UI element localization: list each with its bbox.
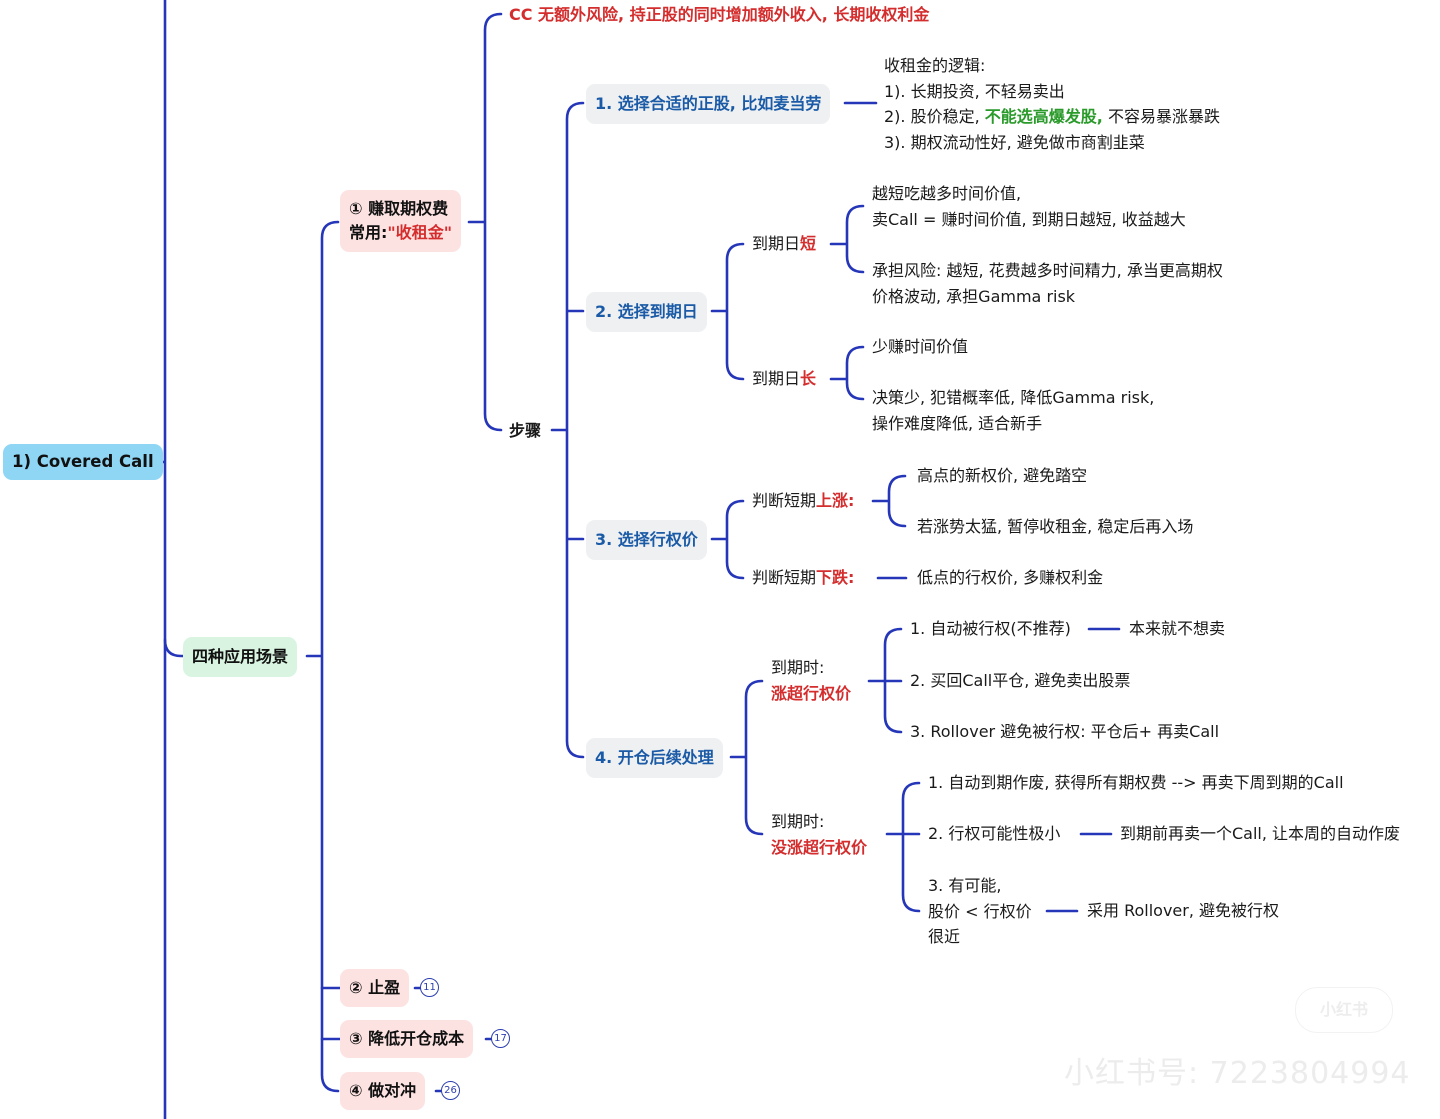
below-option2-note: 到期前再卖一个Call, 让本周的自动作废 bbox=[1120, 824, 1401, 843]
connector-step3 bbox=[710, 499, 745, 580]
expiry-below-strike-node[interactable]: 到期时: 没涨超行权价 bbox=[771, 812, 868, 857]
connector-step3-up bbox=[871, 474, 907, 528]
connector-step4 bbox=[729, 679, 764, 836]
expiry-long-node[interactable]: 到期日长 bbox=[752, 369, 817, 388]
node-earn-premium[interactable]: ① 赚取期权费 常用:"收租金" bbox=[340, 190, 462, 252]
steps-label[interactable]: 步骤 bbox=[509, 421, 542, 440]
connector-item1 bbox=[467, 12, 503, 432]
step1-node[interactable]: 1. 选择合适的正股, 比如麦当劳 bbox=[586, 84, 831, 124]
connector-step4-below bbox=[885, 781, 921, 913]
connector-scenarios bbox=[305, 220, 340, 1093]
rent-logic-title: 收租金的逻辑: bbox=[884, 56, 986, 75]
above-option1: 1. 自动被行权(不推荐) bbox=[910, 619, 1071, 638]
expiry-long-note1: 少赚时间价值 bbox=[872, 337, 969, 356]
step1-notes: 收租金的逻辑: 1). 长期投资, 不轻易卖出 2). 股价稳定, 不能选高爆发… bbox=[884, 53, 1220, 155]
xiaohongshu-logo-watermark: 小红书 bbox=[1295, 987, 1393, 1033]
expiry-above-strike-node[interactable]: 到期时: 涨超行权价 bbox=[771, 658, 852, 703]
watermark-text: 小红书号: 7223804994 bbox=[1064, 1056, 1411, 1091]
step4-node[interactable]: 4. 开仓后续处理 bbox=[586, 738, 723, 778]
below-option1: 1. 自动到期作废, 获得所有期权费 --> 再卖下周到期的Call bbox=[928, 773, 1344, 792]
earn-premium-title: ① 赚取期权费 bbox=[349, 199, 449, 218]
cc-summary: CC 无额外风险, 持正股的同时增加额外收入, 长期收权利金 bbox=[509, 5, 930, 24]
step3-node[interactable]: 3. 选择行权价 bbox=[586, 520, 707, 560]
expiry-short-pros: 越短吃越多时间价值, 卖Call = 赚时间价值, 到期日越短, 收益越大 bbox=[872, 184, 1186, 229]
connector-root bbox=[148, 0, 167, 1119]
collapsed-count-badge[interactable]: 17 bbox=[491, 1029, 510, 1048]
connector-steps bbox=[550, 101, 585, 759]
up-note2: 若涨势太猛, 暂停收租金, 稳定后再入场 bbox=[917, 517, 1194, 536]
connector-step4-above bbox=[867, 627, 903, 734]
rent-logic-1: 1). 长期投资, 不轻易卖出 bbox=[884, 81, 1065, 101]
connector-to-scenarios bbox=[163, 638, 185, 658]
connector-step2 bbox=[710, 242, 745, 381]
collapsed-count-badge[interactable]: 11 bbox=[420, 978, 439, 997]
connector-items bbox=[320, 986, 342, 1041]
below-option2: 2. 行权可能性极小 bbox=[928, 824, 1061, 843]
root-node-covered-call[interactable]: 1) Covered Call bbox=[3, 444, 163, 480]
connector-step2-short bbox=[829, 204, 865, 274]
collapsed-count-badge[interactable]: 26 bbox=[441, 1081, 460, 1100]
above-option2: 2. 买回Call平仓, 避免卖出股票 bbox=[910, 671, 1131, 690]
node-hedge[interactable]: ④ 做对冲 bbox=[340, 1072, 426, 1110]
step2-node[interactable]: 2. 选择到期日 bbox=[586, 292, 707, 332]
high-volatility-warning: 不能选高爆发股, bbox=[984, 107, 1103, 126]
up-note1: 高点的新权价, 避免踏空 bbox=[917, 466, 1088, 485]
earn-premium-subtitle: 常用:"收租金" bbox=[349, 223, 453, 242]
below-option3: 3. 有可能, 股价 < 行权价 很近 bbox=[928, 876, 1032, 946]
above-option3: 3. Rollover 避免被行权: 平仓后+ 再卖Call bbox=[910, 722, 1220, 741]
below-option3-note: 采用 Rollover, 避免被行权 bbox=[1087, 901, 1280, 920]
above-option1-note: 本来就不想卖 bbox=[1129, 619, 1226, 638]
expiry-long-note2: 决策少, 犯错概率低, 降低Gamma risk, 操作难度降低, 适合新手 bbox=[872, 388, 1155, 433]
expiry-short-risks: 承担风险: 越短, 花费越多时间精力, 承当更高期权 价格波动, 承担Gamma… bbox=[872, 261, 1223, 306]
rent-logic-3: 3). 期权流动性好, 避免做市商割韭菜 bbox=[884, 132, 1145, 152]
connector-step2-long bbox=[829, 345, 865, 401]
rent-highlight: "收租金" bbox=[387, 223, 453, 242]
short-term-up-node[interactable]: 判断短期上涨: bbox=[752, 491, 855, 510]
node-take-profit[interactable]: ② 止盈 bbox=[340, 969, 410, 1007]
short-term-down-node[interactable]: 判断短期下跌: bbox=[752, 568, 855, 587]
expiry-short-node[interactable]: 到期日短 bbox=[752, 234, 817, 253]
down-note1: 低点的行权价, 多赚权利金 bbox=[917, 568, 1104, 587]
rent-logic-2: 2). 股价稳定, 不能选高爆发股, 不容易暴涨暴跌 bbox=[884, 107, 1220, 126]
node-four-scenarios[interactable]: 四种应用场景 bbox=[183, 637, 298, 677]
node-lower-cost[interactable]: ③ 降低开仓成本 bbox=[340, 1020, 474, 1058]
